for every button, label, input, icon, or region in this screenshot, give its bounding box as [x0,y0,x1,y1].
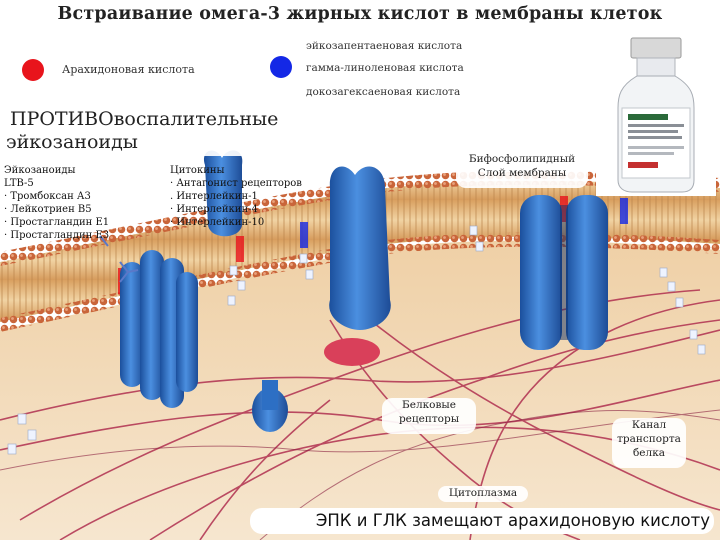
bottom-caption: ЭПК и ГЛК замещают арахидоновую кислоту [250,508,714,534]
eicosanoid-molecules [7,225,706,455]
eicosanoids-list: Эйкозаноиды LTB-5 · Тромбоксан А3 · Лейк… [4,164,109,242]
bilayer-label: Бифосфолипидный Слой мембраны [456,152,588,188]
list-item: · Тромбоксан А3 [4,191,91,202]
transport-channel-protein [520,195,608,350]
medicine-vial-image [596,28,716,196]
legend-label-dha: докозагексаеновая кислота [306,86,461,98]
channel-label: Канал транспорта белка [612,418,686,468]
surface-protein-top [203,150,243,237]
list-item: Эйкозаноиды [4,165,76,176]
legend-label-epa: эйкозапентаеновая кислота [306,40,463,52]
list-item: LTB-5 [4,178,34,189]
cytokines-list: Цитокины · Антагонист рецепторов . Интер… [170,164,302,229]
legend-label-gla: гамма-линоленовая кислота [306,62,464,74]
list-item: · Интерлейкин-4 [170,204,258,215]
branched-molecule-icon [99,235,139,283]
diagram-title: Встраивание омега-3 жирных кислот в мемб… [57,4,663,24]
list-item: · Антагонист рецепторов [170,178,302,189]
heading-background [4,108,326,156]
list-item: . Интерлейкин-1 [170,191,258,202]
red-dot-icon [22,59,44,81]
list-item: · Интерлейкин-10 [170,217,265,228]
receptors-label: Белковые рецепторы [382,398,476,434]
heading-line-1: ПРОТИВОвоспалительные [10,108,279,130]
receptor-protein-center [324,166,391,366]
receptor-protein-left [120,250,288,432]
cytoplasm-label: Цитоплазма [438,486,528,502]
list-item: · Простагландин Е1 [4,217,110,228]
list-item: · Лейкотриен В5 [4,204,92,215]
blue-dot-icon [270,56,292,78]
heading-line-2: эйкозаноиды [6,131,138,153]
list-item: Цитокины [170,165,225,176]
list-item: · Простагландин Е3 [4,230,110,241]
legend-label-arachidonic: Арахидоновая кислота [62,63,195,76]
